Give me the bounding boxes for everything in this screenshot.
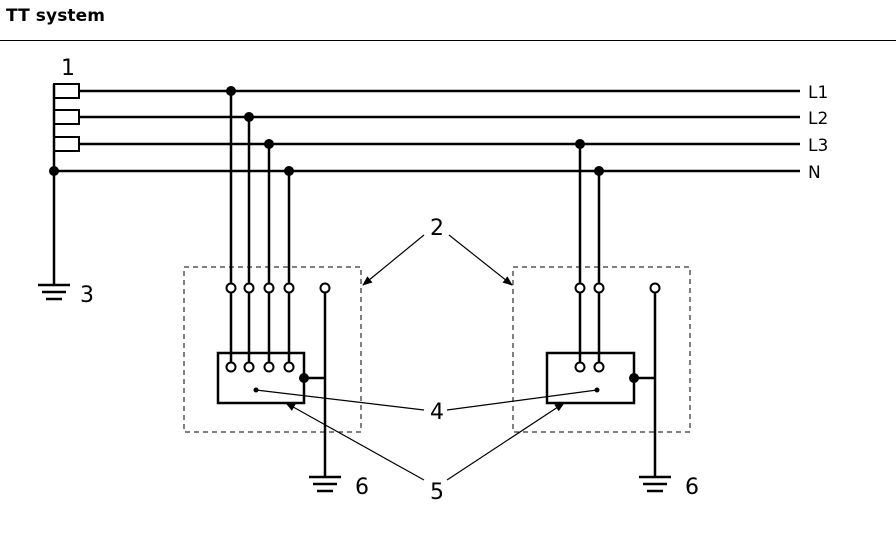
- label-n: N: [808, 163, 821, 183]
- callout-6-left: 6: [355, 475, 369, 500]
- neutral-star-point: [49, 166, 59, 176]
- callout-5: 5: [430, 480, 444, 505]
- terminals-right: [574, 282, 661, 373]
- callout-3: 3: [80, 283, 94, 308]
- callout-4: 4: [430, 400, 444, 425]
- label-l2: L2: [808, 109, 828, 129]
- leader-5-left: [285, 402, 425, 481]
- title-divider: [0, 40, 896, 41]
- callout-2: 2: [430, 216, 444, 241]
- label-l3: L3: [808, 136, 828, 156]
- leader-5-right: [446, 402, 565, 481]
- label-l1: L1: [808, 83, 828, 103]
- system-earth-symbol: [38, 283, 70, 301]
- source-windings: [53, 83, 80, 152]
- page-title: TT system: [6, 6, 106, 26]
- leader-2-left: [362, 234, 425, 286]
- terminals-left: [225, 282, 331, 373]
- callout-1: 1: [61, 56, 75, 81]
- leader-4-left: [255, 389, 425, 411]
- leader-2-right: [448, 234, 513, 286]
- consumer-earth-symbol-right: [639, 475, 671, 493]
- leader-4-right: [446, 389, 598, 411]
- callout-6-right: 6: [685, 475, 699, 500]
- consumer-earth-symbol-left: [309, 475, 341, 493]
